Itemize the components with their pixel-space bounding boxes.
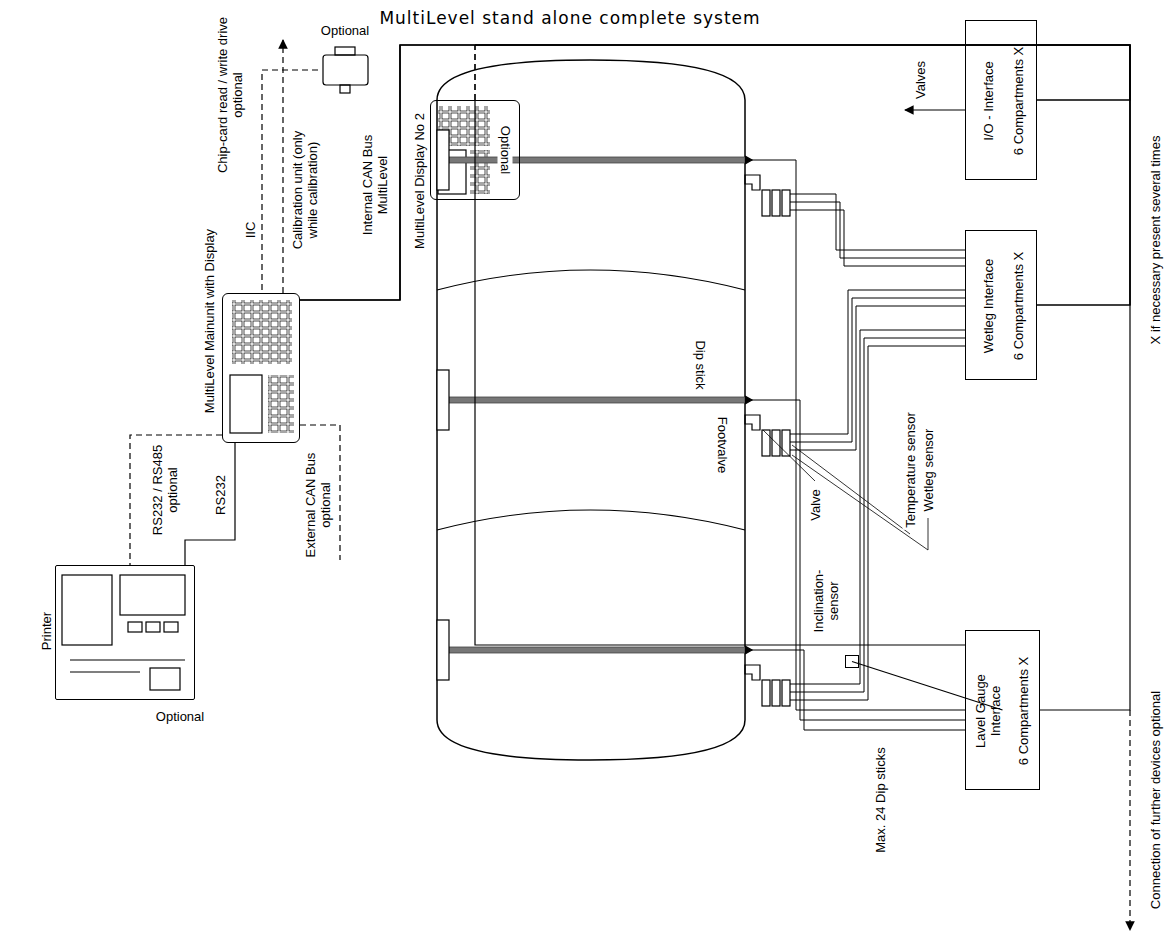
annotation-label: Calibration unit (only while calibration… — [290, 113, 320, 267]
annotation-label: Temperature sensor — [903, 410, 918, 530]
connector-label: RS232 — [213, 473, 228, 517]
annotation-label: Valve — [808, 487, 823, 523]
annotation-label: Dip stick — [693, 338, 708, 391]
tank — [437, 60, 745, 760]
node-text: MultiLevel Display No 2 — [412, 113, 427, 249]
node-text: Wetleg Interface — [981, 259, 996, 353]
annotation-label: Wetleg sensor — [921, 427, 936, 514]
node-text: 6 Compartments X — [1016, 657, 1031, 765]
connector — [475, 100, 965, 645]
annotation-label: Optional — [498, 124, 513, 176]
annotation-label: Valves — [913, 59, 928, 101]
inclination-sensor: Inclination-sensor — [845, 655, 859, 668]
calibration-arrow — [282, 40, 283, 293]
diagram-title: MultiLevel stand alone complete system — [379, 8, 760, 28]
interface-box: I/O - Interface 6 Compartments X — [965, 20, 1037, 180]
interface-box: Lavel Gauge Interface 6 Compartments X — [965, 630, 1040, 790]
display-no2 — [438, 106, 490, 194]
connector — [130, 435, 222, 565]
node-text: Lavel Gauge Interface — [973, 661, 1003, 761]
annotation-label: Footvalve — [715, 415, 730, 475]
node-text: 6 Compartments X — [1011, 47, 1026, 155]
valves-arrow — [905, 109, 965, 110]
connector — [475, 45, 1130, 100]
leader-line — [792, 445, 910, 534]
leader-line — [763, 430, 815, 481]
printer-box: Printer — [55, 565, 195, 700]
annotation-label: External CAN Bus optional — [303, 446, 333, 565]
connector — [300, 45, 1130, 305]
further-devices-arrow — [1129, 710, 1130, 930]
node-text: Printer — [39, 612, 54, 650]
interface-box: Wetleg Interface 6 Compartments X — [965, 230, 1037, 380]
connector — [300, 45, 1130, 710]
annotation-label: Optional — [319, 23, 371, 38]
node-text: Chip-card read / write drive optional — [215, 10, 245, 180]
chip-card-drive: Chip-card read / write drive optional — [318, 45, 373, 95]
annotation-label: Optional — [154, 709, 206, 724]
connector-label: IIC — [243, 220, 258, 241]
printer-illustration — [62, 575, 185, 690]
connector — [300, 45, 1130, 300]
compartment-equipment — [437, 130, 790, 706]
mainunit-display — [230, 300, 294, 433]
annotation-label: Max. 24 Dip sticks — [873, 745, 888, 854]
connector — [475, 45, 1130, 305]
connector-label: RS232 / RS485 optional — [150, 438, 180, 542]
connector — [185, 443, 235, 565]
annotation-label: X if necessary present several times — [1148, 134, 1163, 347]
node-text: MultiLevel Mainunit with Display — [202, 229, 217, 413]
annotation-label: Connection of further devices optional — [1148, 689, 1163, 911]
connector-label: Internal CAN Bus MultiLevel — [360, 128, 390, 242]
node-text: I/O - Interface — [981, 61, 996, 140]
node-text: Inclination-sensor — [811, 565, 841, 637]
main-unit: MultiLevel Mainunit with Display — [222, 293, 300, 443]
node-text: 6 Compartments X — [1011, 252, 1026, 360]
chip-card-drive — [323, 47, 368, 93]
